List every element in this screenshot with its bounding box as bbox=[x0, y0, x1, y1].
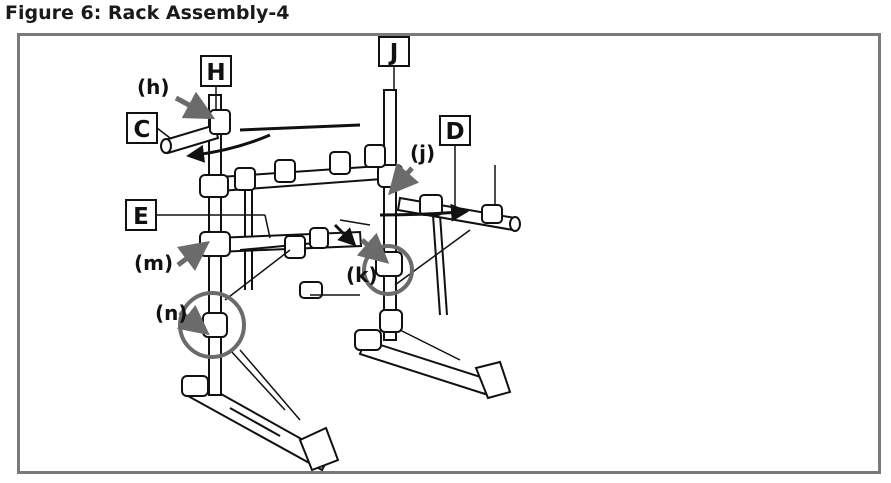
callout-h: (h) bbox=[137, 75, 170, 99]
top-arm-c bbox=[161, 110, 360, 153]
right-base bbox=[355, 330, 510, 398]
part-label-d: D bbox=[440, 116, 470, 145]
part-label-c: C bbox=[127, 113, 157, 143]
svg-text:J: J bbox=[388, 40, 399, 66]
arrow-m bbox=[178, 250, 198, 265]
callout-n: (n) bbox=[155, 301, 188, 325]
part-label-e: E bbox=[126, 200, 156, 230]
callout-j: (j) bbox=[410, 141, 435, 165]
svg-text:E: E bbox=[133, 204, 149, 230]
callout-k: (k) bbox=[346, 263, 378, 287]
callout-m: (m) bbox=[134, 251, 173, 275]
left-base bbox=[182, 376, 338, 470]
svg-text:D: D bbox=[445, 119, 464, 145]
svg-text:C: C bbox=[134, 117, 151, 143]
svg-text:H: H bbox=[206, 60, 225, 86]
arrow-h bbox=[176, 98, 202, 112]
part-label-j: J bbox=[379, 37, 409, 66]
part-label-h: H bbox=[201, 56, 231, 86]
